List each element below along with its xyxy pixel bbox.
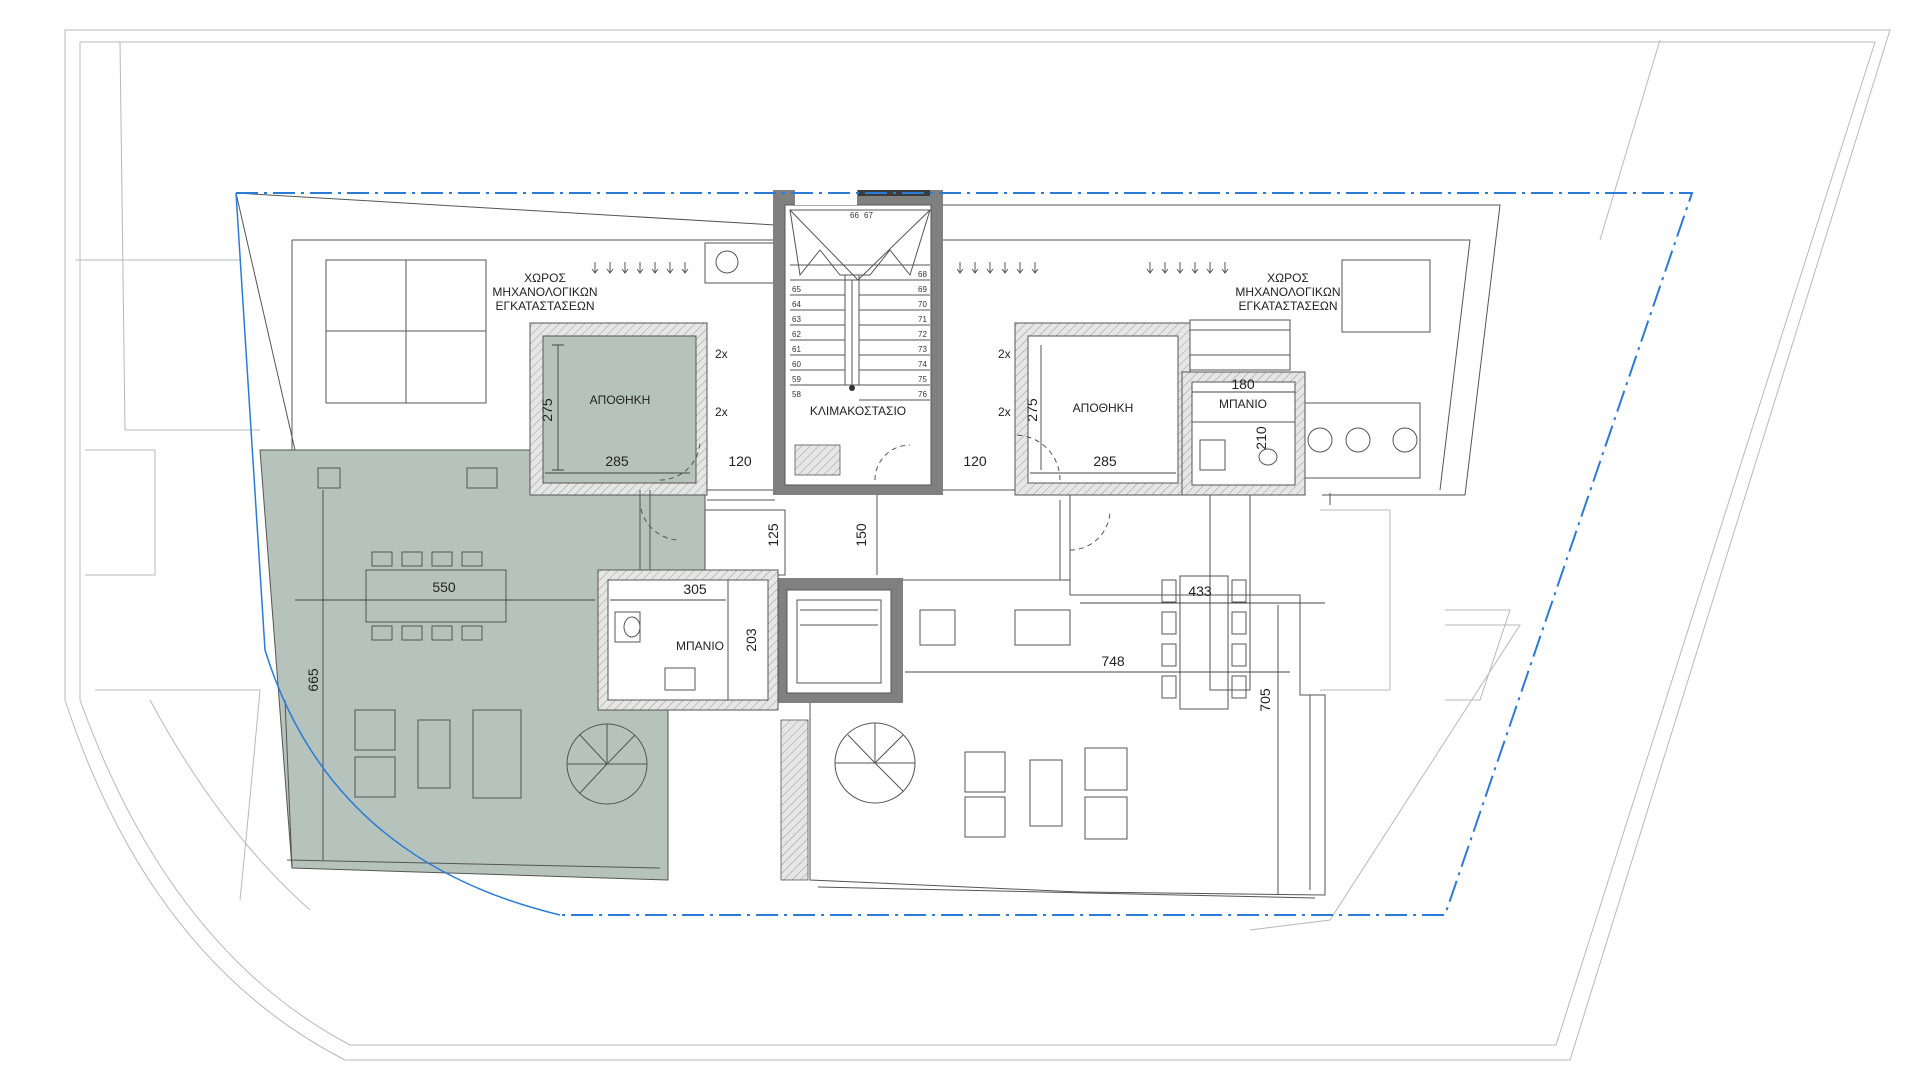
mech-labels: ΧΩΡΟΣ ΜΗΧΑΝΟΛΟΓΙΚΩΝ ΕΓΚΑΤΑΣΤΑΣΕΩΝ ΧΩΡΟΣ … (492, 262, 1341, 419)
dim-705: 705 (1257, 688, 1273, 712)
step-number: 65 (792, 285, 801, 294)
dim-150: 150 (853, 523, 869, 547)
stair-treads-left (790, 279, 845, 386)
arrow-marker (1016, 262, 1024, 274)
step-number: 70 (918, 300, 927, 309)
marker-2x-d: 2x (998, 405, 1011, 419)
storage-left: ΑΠΟΘΗΚΗ 275 285 (529, 322, 708, 496)
arrow-marker (1176, 262, 1184, 274)
arrow-marker (636, 262, 644, 274)
dim-433: 433 (1188, 583, 1212, 599)
step-numbers-left: 65 64 63 62 61 60 59 58 (792, 285, 801, 399)
dim-275-right: 275 (1024, 398, 1040, 422)
mech-left-line-1: ΧΩΡΟΣ (524, 271, 566, 285)
mech-right-line-3: ΕΓΚΑΤΑΣΤΑΣΕΩΝ (1238, 299, 1337, 313)
dim-305: 305 (683, 581, 707, 597)
step-number: 72 (918, 330, 927, 339)
marker-2x-c: 2x (998, 347, 1011, 361)
step-number: 68 (918, 270, 927, 279)
dim-125: 125 (765, 523, 781, 547)
furniture-left: 550 665 (295, 467, 648, 860)
dim-180: 180 (1231, 376, 1255, 392)
step-number: 60 (792, 360, 801, 369)
arrow-marker (606, 262, 614, 274)
arrow-marker (1031, 262, 1039, 274)
step-number: 71 (918, 315, 927, 324)
arrow-marker (1221, 262, 1229, 274)
arrow-marker (621, 262, 629, 274)
storage-right-label: ΑΠΟΘΗΚΗ (1073, 401, 1134, 415)
step-67: 67 (864, 211, 873, 220)
bath-right: ΜΠΑΝΙΟ 180 210 (1181, 371, 1306, 496)
step-number: 62 (792, 330, 801, 339)
arrow-marker (986, 262, 994, 274)
arrow-marker (1146, 262, 1154, 274)
dim-285-left: 285 (605, 453, 629, 469)
mech-right-line-2: ΜΗΧΑΝΟΛΟΓΙΚΩΝ (1235, 285, 1340, 299)
dim-120-right: 120 (963, 453, 987, 469)
stair-label: ΚΛΙΜΑΚΟΣΤΑΣΙΟ (810, 404, 906, 418)
stair-treads-right (859, 279, 930, 401)
dim-120-left: 120 (728, 453, 752, 469)
arrow-marker (651, 262, 659, 274)
step-number: 63 (792, 315, 801, 324)
bath-left-label: ΜΠΑΝΙΟ (676, 639, 724, 653)
furniture-right: 433 748 705 (834, 575, 1325, 895)
dim-275-left: 275 (539, 398, 555, 422)
step-number: 76 (918, 390, 927, 399)
plot-outline (64, 29, 1891, 1061)
bath-right-label: ΜΠΑΝΙΟ (1219, 397, 1267, 411)
arrow-marker (1161, 262, 1169, 274)
marker-2x-a: 2x (715, 347, 728, 361)
step-number: 74 (918, 360, 927, 369)
arrow-marker (1001, 262, 1009, 274)
step-number: 58 (792, 390, 801, 399)
arrow-marker (1206, 262, 1214, 274)
step-number: 73 (918, 345, 927, 354)
arrow-marker (666, 262, 674, 274)
bath-left: ΜΠΑΝΙΟ 305 203 (597, 569, 779, 711)
storage-right: ΑΠΟΘΗΚΗ 275 285 (1014, 322, 1191, 496)
roof-outline (235, 192, 1501, 505)
arrow-marker (591, 262, 599, 274)
dim-210: 210 (1253, 426, 1269, 450)
marker-2x-b: 2x (715, 405, 728, 419)
step-number: 64 (792, 300, 801, 309)
step-number: 59 (792, 375, 801, 384)
arrow-marker (681, 262, 689, 274)
arrow-marker (1191, 262, 1199, 274)
step-66: 66 (850, 211, 859, 220)
arrow-marker (956, 262, 964, 274)
step-number: 69 (918, 285, 927, 294)
stair-core: 65 64 63 62 61 60 59 58 68 69 70 71 72 73 74 75 76 66 6… (773, 190, 943, 495)
dim-665: 665 (305, 668, 321, 692)
dim-550: 550 (432, 579, 456, 595)
mech-left-line-2: ΜΗΧΑΝΟΛΟΓΙΚΩΝ (492, 285, 597, 299)
dim-748: 748 (1101, 653, 1125, 669)
step-numbers-right: 68 69 70 71 72 73 74 75 76 (918, 270, 927, 399)
arrow-marker (971, 262, 979, 274)
boundary-line (235, 192, 1694, 916)
dim-285-right: 285 (1093, 453, 1117, 469)
dim-203: 203 (743, 628, 759, 652)
elevator-shaft (775, 578, 903, 881)
storage-left-label: ΑΠΟΘΗΚΗ (590, 393, 651, 407)
step-number: 61 (792, 345, 801, 354)
mech-right-line-1: ΧΩΡΟΣ (1267, 271, 1309, 285)
hallway: 120 120 125 150 (639, 453, 1111, 581)
step-number: 75 (918, 375, 927, 384)
mech-left-line-3: ΕΓΚΑΤΑΣΤΑΣΕΩΝ (495, 299, 594, 313)
